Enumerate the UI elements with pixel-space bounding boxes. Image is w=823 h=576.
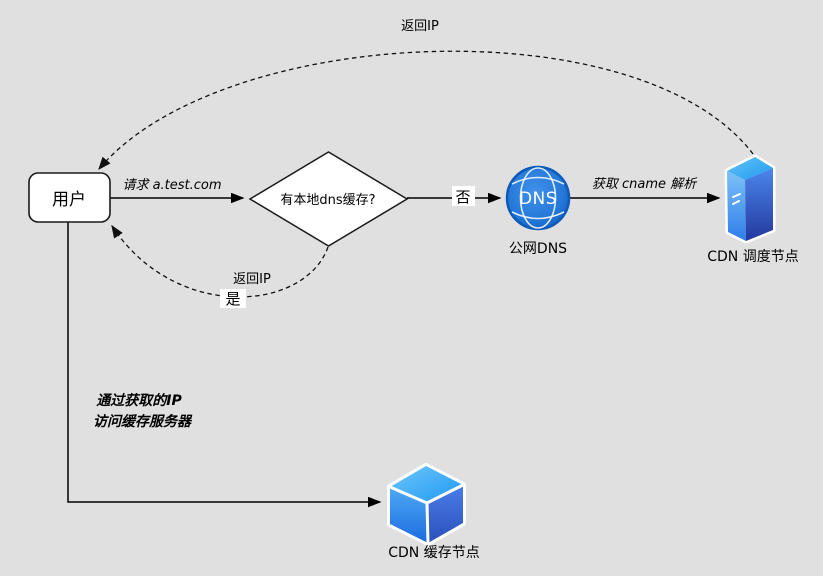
edge-return-ip-top-line	[98, 50, 754, 170]
edge-return-ip-local-line	[111, 224, 329, 298]
edge-access-cache-line	[67, 222, 382, 508]
edge-return-ip-top: 返回IP	[98, 19, 754, 170]
no-label-bg	[452, 186, 475, 206]
edge-get-cname-label: 获取 cname 解析	[592, 177, 698, 192]
edge-return-ip-local: 返回IP 是	[111, 224, 329, 308]
access-cache-label-line2: 访问缓存服务器	[93, 413, 193, 430]
yes-label-bg	[220, 289, 246, 308]
server-icon	[724, 154, 776, 244]
yes-branch-label: 是	[225, 290, 240, 308]
decision-node: 有本地dns缓存?	[248, 151, 409, 247]
edge-access-cache: 通过获取的IP 访问缓存服务器	[67, 222, 382, 508]
no-branch-label: 否	[455, 188, 470, 206]
edge-no: 否	[407, 186, 502, 206]
dns-icon-text: DNS	[519, 189, 557, 209]
cube-edges	[389, 483, 464, 544]
edge-return-ip-local-label: 返回IP	[233, 272, 271, 287]
decision-node-label: 有本地dns缓存?	[280, 193, 375, 208]
cdn-scheduler-node: CDN 调度节点	[707, 154, 799, 265]
edge-request: 请求 a.test.com	[110, 178, 245, 204]
user-node-label: 用户	[52, 190, 86, 210]
decision-diamond	[248, 151, 409, 247]
edge-request-label: 请求 a.test.com	[122, 178, 221, 193]
cube-icon	[387, 463, 466, 546]
edge-get-cname: 获取 cname 解析	[570, 177, 721, 204]
cdn-cache-label: CDN 缓存节点	[388, 545, 479, 561]
dns-globe-icon: DNS	[505, 165, 571, 231]
public-dns-node: DNS 公网DNS	[505, 165, 571, 257]
cdn-scheduler-label: CDN 调度节点	[707, 249, 798, 265]
public-dns-label: 公网DNS	[509, 241, 567, 257]
user-node-box	[28, 172, 111, 223]
access-cache-label-line1: 通过获取的IP	[96, 392, 182, 409]
user-node: 用户	[28, 172, 111, 223]
server-led-marks	[732, 193, 741, 205]
cdn-cache-node: CDN 缓存节点	[387, 463, 480, 561]
edge-return-ip-top-label: 返回IP	[401, 19, 439, 34]
